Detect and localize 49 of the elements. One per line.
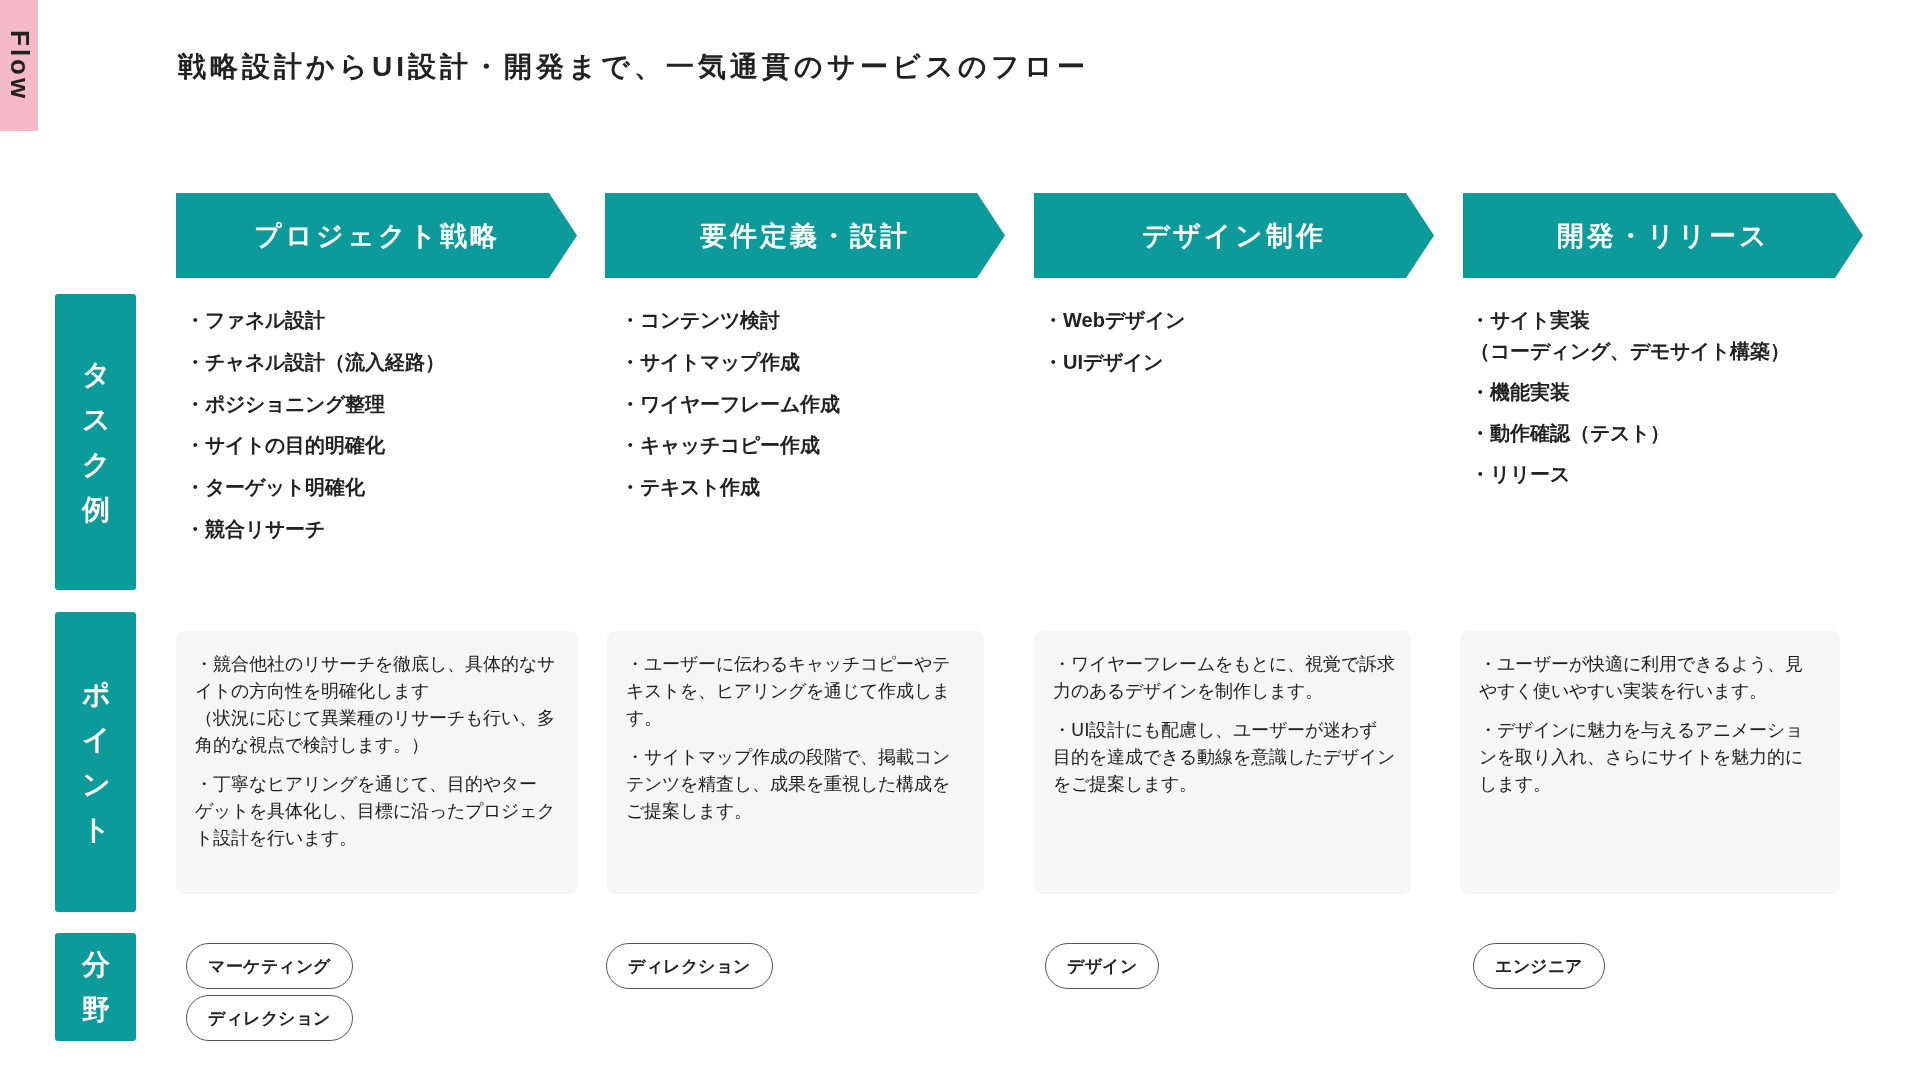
step-banner	[176, 193, 577, 278]
task-item: ・ワイヤーフレーム作成	[620, 392, 840, 417]
point-text: ・デザインに魅力を与えるアニメーションを取り入れ、さらにサイトを魅力的にします。	[1479, 718, 1804, 796]
row-header-bar	[55, 933, 136, 1041]
row-header: 分野	[81, 948, 110, 1027]
row-header-bar	[55, 612, 136, 912]
point-text: ・競合他社のリサーチを徹底し、具体的なサイトの方向性を明確化します	[195, 652, 556, 703]
task-item: ・コンテンツ検討	[620, 308, 780, 333]
step-title: 開発・リリース	[1556, 219, 1770, 253]
task-item: ・動作確認（テスト）	[1470, 421, 1670, 446]
task-item: ・サイト実装	[1470, 308, 1590, 333]
task-item: ・ファネル設計	[185, 308, 325, 333]
task-item: （コーディング、デモサイト構築）	[1470, 339, 1790, 364]
task-item: ・ターゲット明確化	[185, 475, 365, 500]
task-item: ・サイトの目的明確化	[185, 433, 385, 458]
step-banner	[605, 193, 1005, 278]
section-label: Flow	[3, 29, 35, 102]
task-item: ・リリース	[1470, 462, 1570, 487]
task-item: ・テキスト作成	[620, 475, 760, 500]
row-header: タスク例	[81, 358, 110, 527]
step-title: デザイン制作	[1142, 219, 1326, 253]
row-header: ポイント	[81, 678, 110, 847]
point-text: ・サイトマップ作成の段階で、掲載コンテンツを精査し、成果を重視した構成をご提案します。	[626, 745, 951, 823]
step-title: 要件定義・設計	[700, 219, 910, 253]
point-text: ・丁寧なヒアリングを通じて、目的やターゲットを具体化し、目標に沿ったプロジェクト設計を行います。	[195, 772, 556, 850]
point-text: ・ユーザーに伝わるキャッチコピーやテキストを、ヒアリングを通じて作成します。	[626, 652, 951, 730]
point-text: （状況に応じて異業種のリサーチも行い、多角的な視点で検討します。）	[195, 706, 556, 757]
task-item: ・ポジショニング整理	[185, 392, 385, 417]
role-tag: デザイン	[1045, 943, 1159, 989]
step-banner	[1463, 193, 1863, 278]
point-text: ・ワイヤーフレームをもとに、視覚で訴求力のあるデザインを制作します。	[1053, 652, 1396, 703]
role-tag: ディレクション	[186, 995, 353, 1041]
step-title: プロジェクト戦略	[253, 219, 500, 253]
task-item: ・キャッチコピー作成	[620, 433, 820, 458]
task-item: ・UIデザイン	[1043, 350, 1163, 375]
role-tag: エンジニア	[1473, 943, 1605, 989]
role-tag: マーケティング	[186, 943, 353, 989]
task-item: ・Webデザイン	[1043, 308, 1185, 333]
role-tag: ディレクション	[606, 943, 773, 989]
task-item: ・チャネル設計（流入経路）	[185, 350, 445, 375]
point-text: ・ユーザーが快適に利用できるよう、見やすく使いやすい実装を行います。	[1479, 652, 1804, 703]
task-item: ・競合リサーチ	[185, 517, 325, 542]
task-item: ・サイトマップ作成	[620, 350, 800, 375]
page-title: 戦略設計からUI設計・開発まで、一気通貫のサービスのフロー	[178, 50, 1089, 84]
step-banner	[1034, 193, 1434, 278]
point-text: ・UI設計にも配慮し、ユーザーが迷わず目的を達成できる動線を意識したデザインをご提案します。	[1053, 718, 1396, 796]
section-tab	[0, 0, 38, 131]
task-item: ・機能実装	[1470, 380, 1570, 405]
row-header-bar	[55, 294, 136, 590]
